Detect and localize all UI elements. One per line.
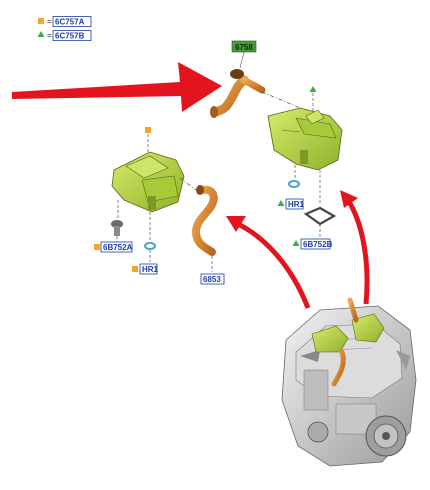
legend: = 6C757A = 6C757B — [37, 16, 92, 41]
label-right-clip: HR1 — [288, 200, 305, 209]
legend-code-a: 6C757A — [55, 18, 85, 27]
svg-text:=: = — [47, 17, 52, 26]
red-arrow-large — [12, 62, 222, 112]
right-clip-icon — [288, 180, 300, 188]
label-top-hose: 6758 — [235, 43, 253, 52]
label-left-hose: 6853 — [203, 275, 221, 284]
left-hose-part — [191, 185, 218, 256]
red-arrow-curved-left — [226, 216, 311, 309]
left-oil-separator — [111, 151, 185, 213]
right-oil-separator — [267, 107, 343, 171]
left-bolt-icon — [111, 220, 123, 236]
square-marker-icon — [145, 127, 151, 133]
label-left-bolt: 6B752A — [103, 243, 133, 252]
left-clip-icon — [144, 242, 156, 250]
legend-triangle-icon — [37, 31, 45, 37]
label-left-clip: HR1 — [142, 265, 159, 274]
legend-square-icon — [38, 18, 44, 24]
legend-code-b: 6C757B — [55, 32, 85, 41]
label-right-gasket: 6B752B — [303, 240, 333, 249]
triangle-marker-icon — [309, 86, 317, 92]
red-arrow-curved-right — [340, 190, 370, 305]
engine-block — [281, 297, 417, 467]
svg-text:=: = — [47, 31, 52, 40]
right-gasket-icon — [303, 206, 337, 226]
top-hose-part — [210, 69, 266, 118]
